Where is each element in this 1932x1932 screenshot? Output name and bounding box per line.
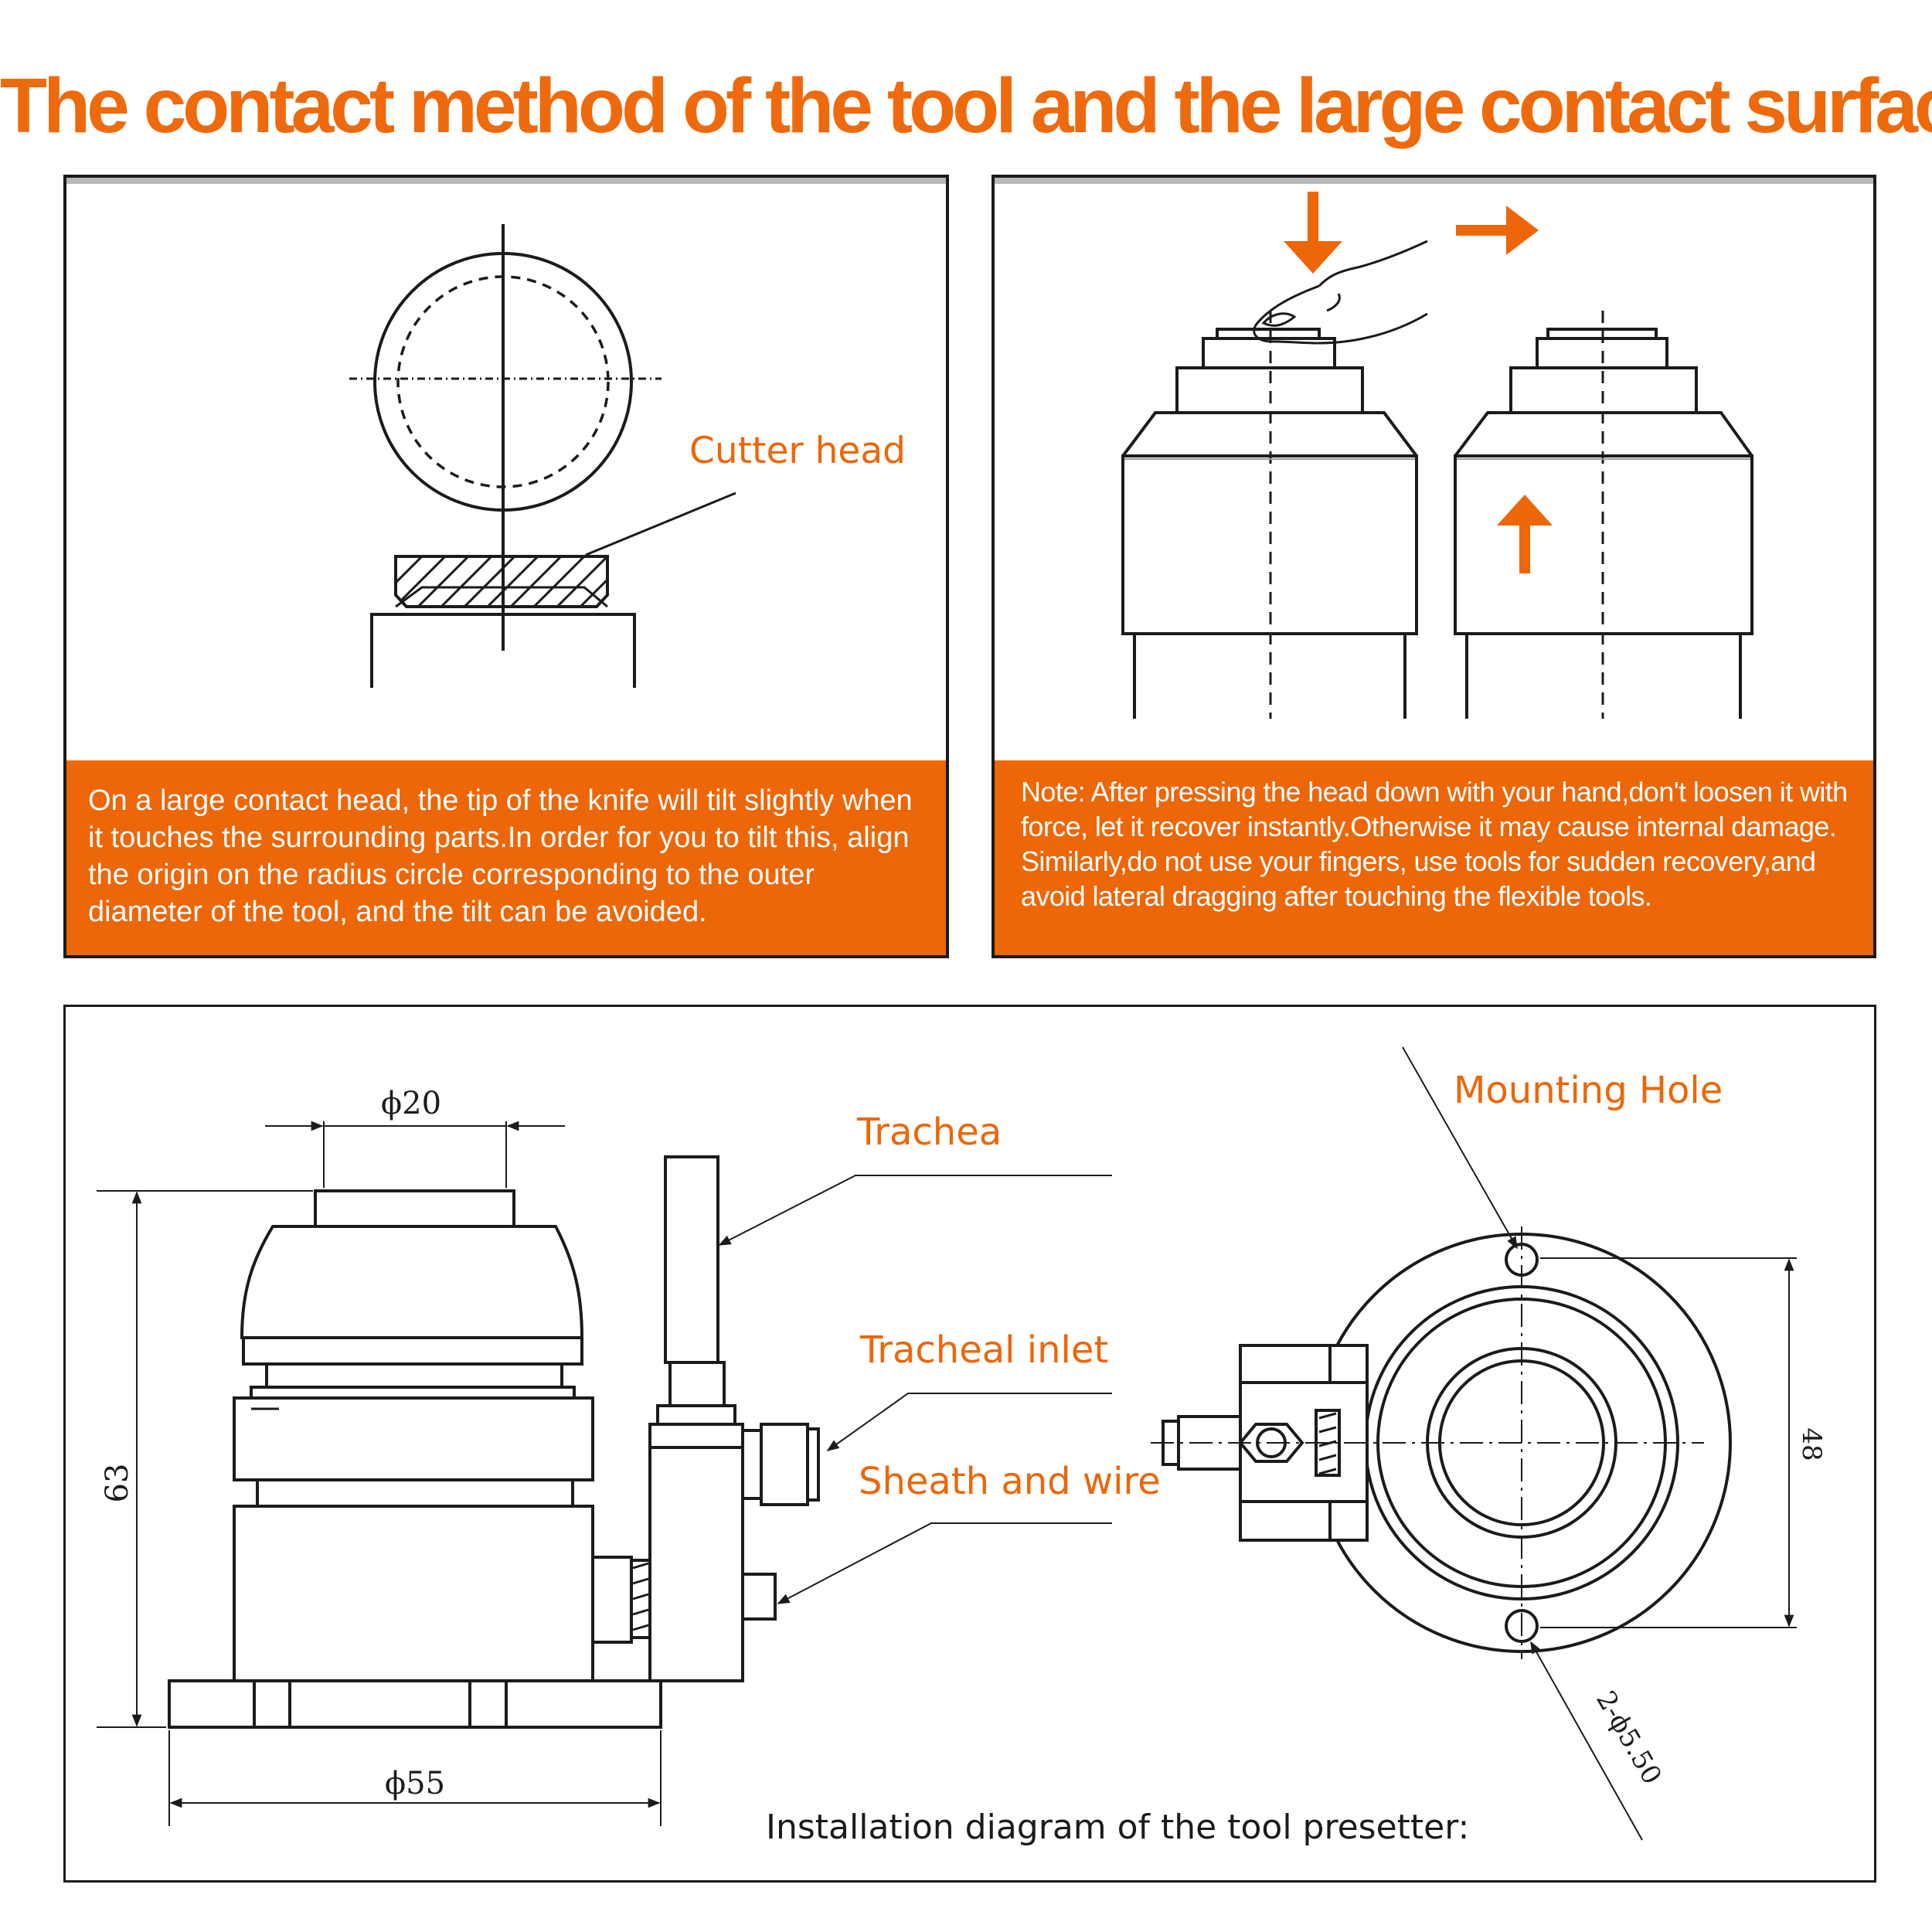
sheath-wire-label: Sheath and wire [859,1460,1161,1503]
page-title: The contact method of the tool and the l… [0,63,1932,149]
nut-thread-lines [632,1562,649,1631]
note-text: On a large contact head, the tip of the … [88,784,913,928]
dim-top-diameter: ϕ20 [381,1086,441,1121]
arrow-right-icon [1456,206,1539,255]
tracheal-inlet-label: Tracheal inlet [860,1328,1109,1372]
dim-holes: 2-ϕ5.50 [1590,1686,1668,1790]
arrow-up-icon [1497,495,1553,573]
mounting-hole-label: Mounting Hole [1454,1069,1723,1112]
press-note-panel: Note: After pressing the head down with … [992,175,1876,958]
dim-base-diameter: ϕ55 [385,1766,445,1801]
note-text: Note: After pressing the head down with … [1021,776,1848,912]
cutter-head-hatch [396,556,607,607]
cutter-head-body [394,555,609,608]
fingernail [1261,312,1297,327]
panel-top-line [995,178,1873,184]
panel-left-note: On a large contact head, the tip of the … [66,760,946,955]
cutter-head-label: Cutter head [689,430,906,472]
arrow-down-icon [1284,192,1342,274]
panel-right-note: Note: After pressing the head down with … [995,760,1873,955]
cutter-head-edge [395,586,608,608]
cutter-head-leader [585,492,736,556]
cutter-head-diagram [349,224,736,688]
contact-head-panel: Cutter head On a large contact head, the… [63,175,949,958]
installation-caption: Installation diagram of the tool presett… [766,1808,1470,1847]
dim-hole-spacing: 48 [1796,1427,1827,1461]
leaders [718,1175,1112,1604]
tool-base [370,613,636,688]
mounting-hole-bottom [1505,1609,1539,1643]
finger-icon [1253,240,1428,345]
trachea-label: Trachea [857,1111,1002,1154]
top-dims [1402,1046,1797,1841]
installation-diagram: ϕ20 63 ϕ55 [97,1046,1827,1841]
press-recover-diagram [1121,192,1753,719]
dim-lines [97,1121,662,1826]
top-center-lines [1151,1226,1704,1659]
presetter-side-view [168,1155,820,1729]
installation-panel: ϕ20 63 ϕ55 [63,1005,1876,1883]
dim-height: 63 [100,1464,135,1503]
panel-top-line [66,178,946,184]
